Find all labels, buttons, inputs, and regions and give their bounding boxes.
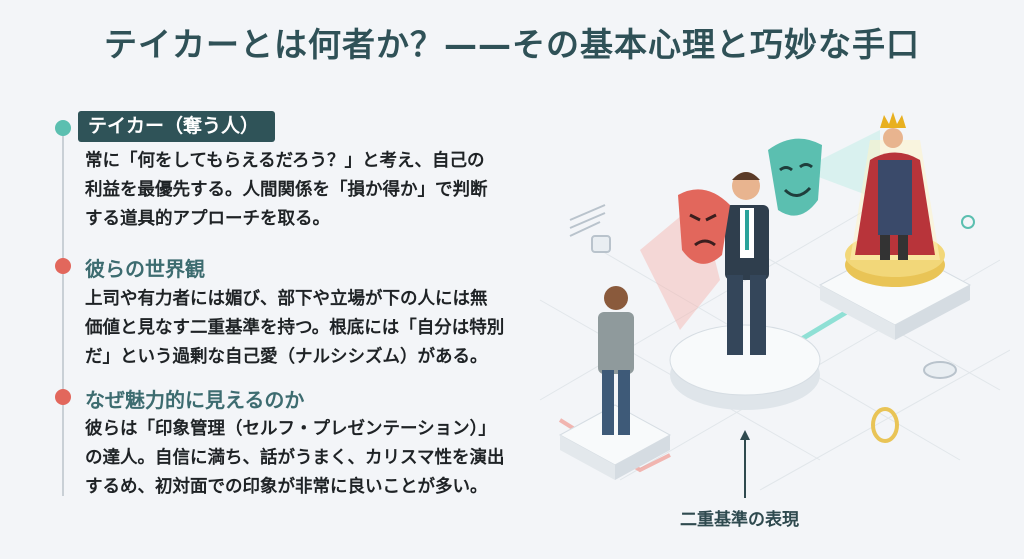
timeline-dot-red <box>55 258 71 274</box>
illustration-caption: 二重基準の表現 <box>680 510 799 530</box>
section-heading-badge: テイカー（奪う人） <box>78 111 276 142</box>
center-platform <box>669 324 821 410</box>
king-figure <box>855 112 935 260</box>
taker-figure <box>725 172 769 355</box>
subordinate-figure <box>598 286 634 435</box>
section-body: 上司や有力者には媚び、部下や立場が下の人には無 価値と見なす二重基準を持つ。根底… <box>85 289 505 367</box>
timeline-dot-teal <box>55 120 71 136</box>
section-body: 常に「何をしてもらえるだろう？」と考え、自己の 利益を最優先する。人間関係を「損… <box>85 151 488 229</box>
decorative-icons <box>569 204 975 443</box>
timeline-line <box>62 128 64 496</box>
angry-mask-icon <box>678 189 730 264</box>
section-heading: なぜ魅力的に見えるのか <box>85 388 305 412</box>
smiling-mask-icon <box>768 138 822 216</box>
timeline-dot-red <box>55 389 71 405</box>
crown-icon <box>880 112 906 128</box>
section-heading: 彼らの世界観 <box>85 257 205 281</box>
arrow-up-icon <box>740 430 750 440</box>
section-body: 彼らは「印象管理（セルフ・プレゼンテーション）」 の達人。自信に満ち、話がうまく… <box>85 419 505 497</box>
page-title: テイカーとは何者か？——その基本心理と巧妙な手口 <box>104 25 920 64</box>
teal-connector <box>798 307 852 343</box>
double-standard-illustration <box>539 112 1010 498</box>
teal-light-beam <box>800 130 880 200</box>
subordinate-platform <box>558 404 672 480</box>
